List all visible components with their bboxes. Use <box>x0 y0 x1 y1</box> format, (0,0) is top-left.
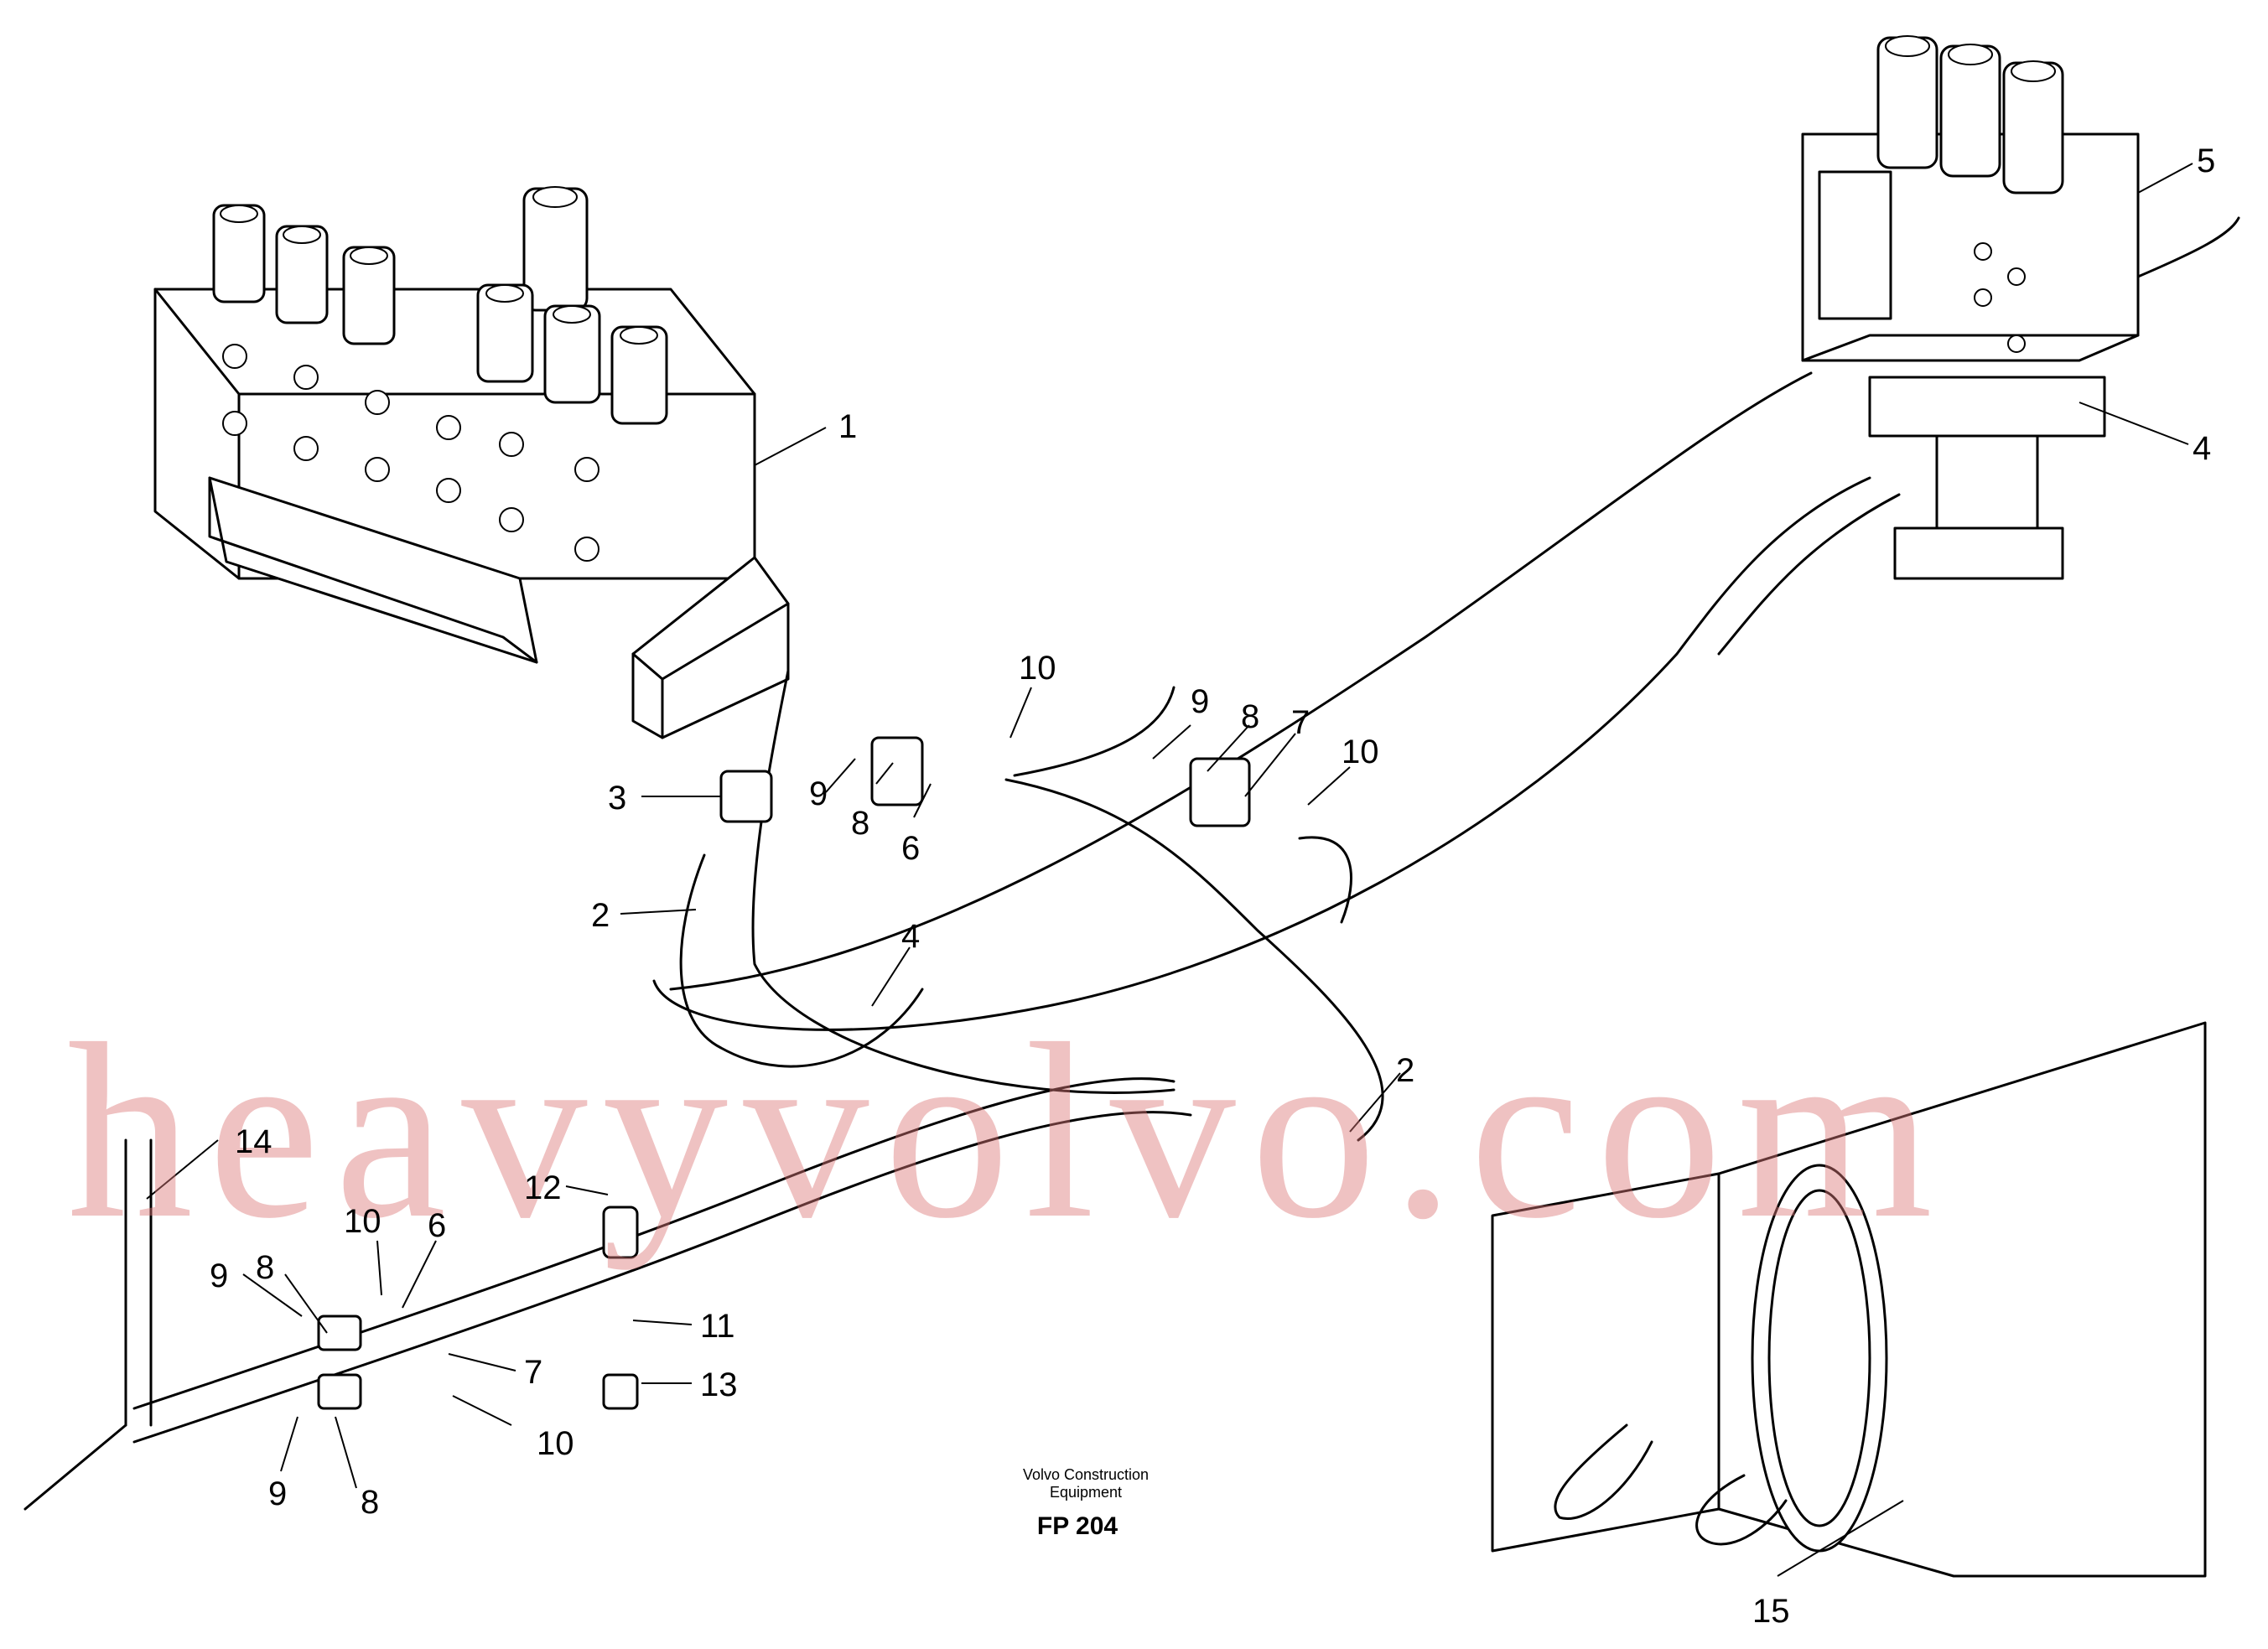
callout-9-bottom-lower: 9 <box>268 1475 287 1512</box>
callout-13: 13 <box>700 1366 738 1403</box>
footer-line1: Volvo Construction <box>1023 1466 1149 1483</box>
callout-6-bottom: 6 <box>428 1207 446 1244</box>
callout-8-mid: 8 <box>851 805 869 842</box>
hydraulic-tank <box>1491 1021 2207 1578</box>
callout-10-top: 10 <box>1019 650 1056 687</box>
manifold-block <box>631 556 790 739</box>
footer: Volvo Construction Equipment FP 204 <box>1023 1466 1149 1540</box>
callout-1: 1 <box>838 408 857 445</box>
callout-8-bottom-lower: 8 <box>361 1484 379 1521</box>
main-control-valve <box>153 186 790 739</box>
valve-side-block <box>208 476 538 664</box>
valve-ports <box>222 344 599 562</box>
callout-12: 12 <box>524 1169 562 1206</box>
callout-7-bottom: 7 <box>524 1354 542 1391</box>
callout-4-mid: 4 <box>901 918 920 955</box>
pilot-valve <box>1801 35 2240 580</box>
small-parts <box>317 736 1251 1410</box>
callout-15: 15 <box>1752 1593 1790 1630</box>
watermark-text: heavyvolvo.com <box>67 992 1948 1271</box>
callout-5: 5 <box>2197 143 2215 179</box>
callout-3: 3 <box>608 780 626 817</box>
solenoid-coils <box>212 186 668 425</box>
callout-2-right: 2 <box>1396 1052 1414 1089</box>
callout-labels: 1 5 4 10 9 8 7 10 3 9 8 6 2 4 2 14 12 10… <box>210 143 2215 1630</box>
callout-7-top: 7 <box>1291 704 1310 741</box>
callout-11: 11 <box>700 1308 735 1345</box>
callout-10-bottom-lower: 10 <box>537 1425 574 1462</box>
callout-8-top: 8 <box>1241 698 1259 735</box>
callout-9-bottom-upper: 9 <box>210 1257 228 1294</box>
leader-lines <box>146 163 2193 1577</box>
callout-9-top: 9 <box>1191 683 1209 720</box>
callout-9-mid: 9 <box>809 775 828 812</box>
callout-14: 14 <box>235 1123 272 1160</box>
frame-bracket <box>23 1138 153 1511</box>
callout-6-mid: 6 <box>901 830 920 867</box>
footer-line2: Equipment <box>1050 1484 1122 1501</box>
callout-2-left: 2 <box>591 897 610 934</box>
footer-code: FP 204 <box>1037 1512 1118 1540</box>
callout-8-bottom-upper: 8 <box>256 1249 274 1286</box>
callout-10-right: 10 <box>1342 734 1379 770</box>
callout-4-pilot: 4 <box>2193 430 2211 467</box>
callout-10-bottom-upper: 10 <box>344 1203 381 1240</box>
